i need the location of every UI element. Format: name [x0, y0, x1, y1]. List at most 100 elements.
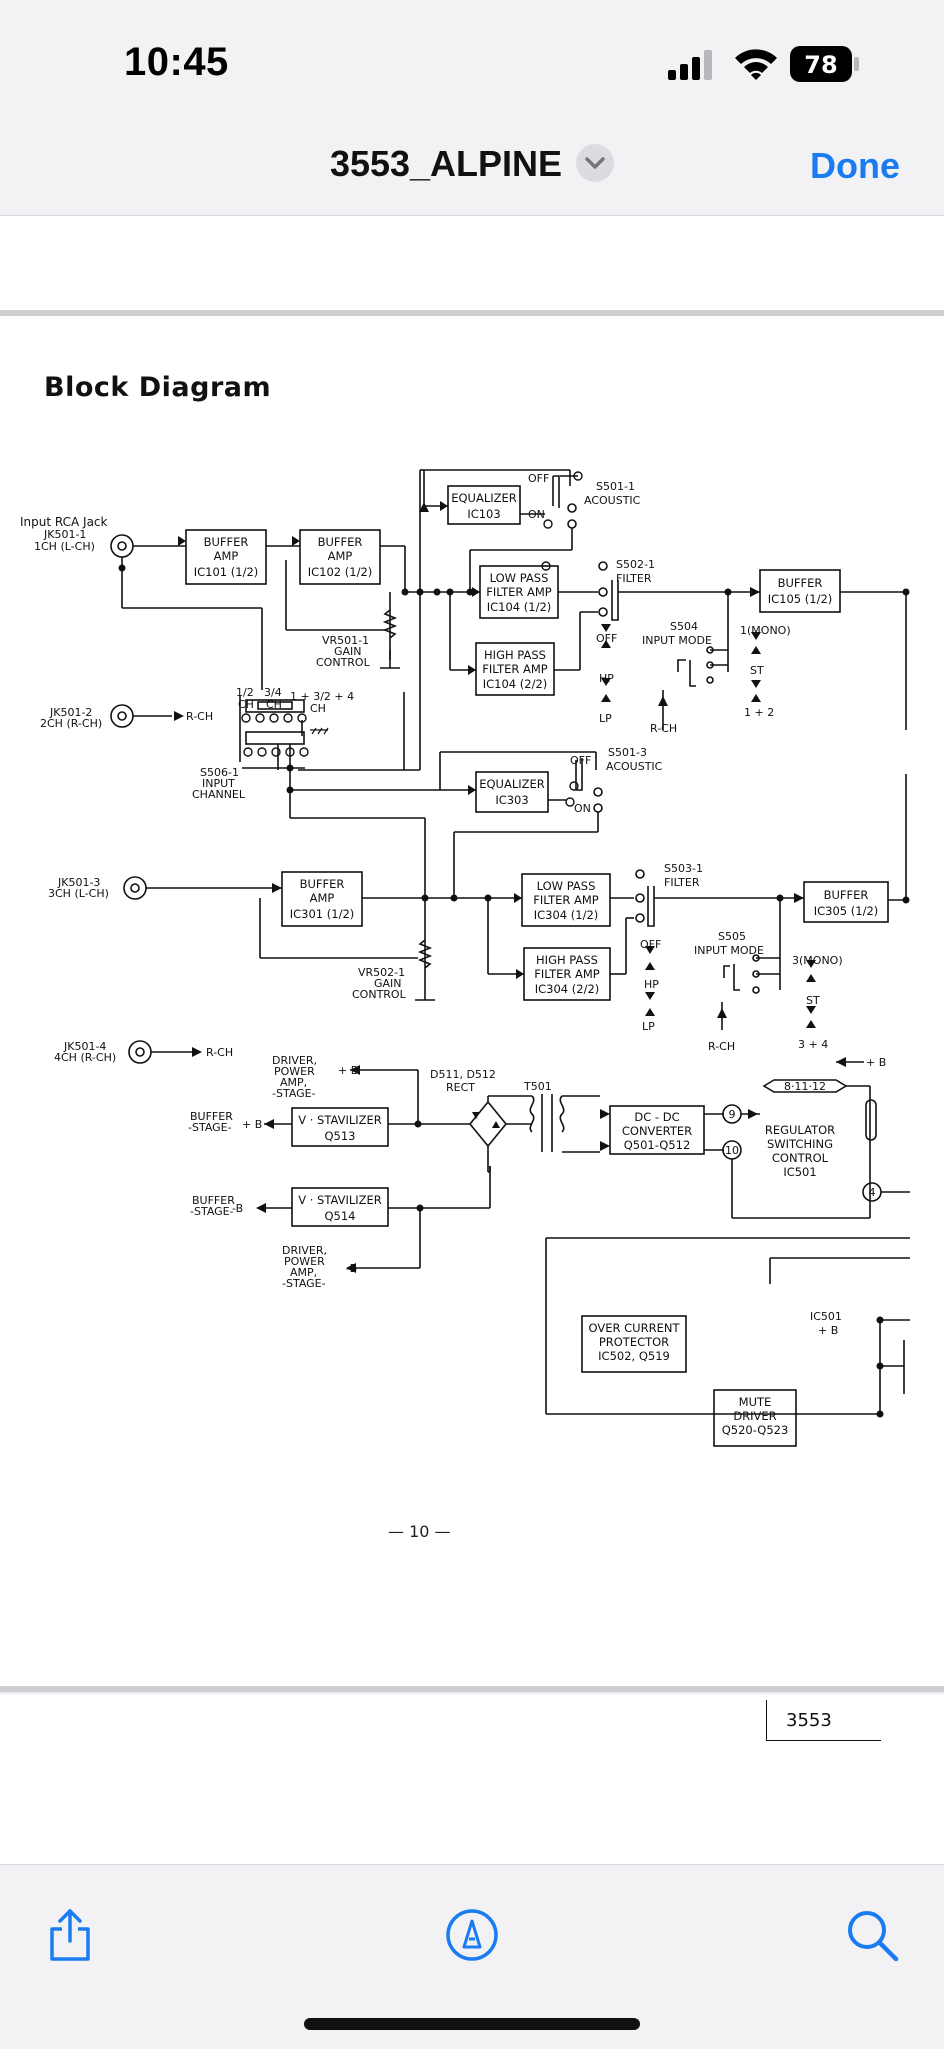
mute-l3: Q520-Q523 [722, 1423, 789, 1437]
label-control-3: CONTROL [352, 988, 407, 1001]
buffer-amp-ic102-l2: AMP [328, 549, 353, 563]
hpf-ic304-l1: HIGH PASS [536, 953, 598, 967]
label-input-rca-jack: Input RCA Jack [20, 515, 108, 529]
ocp-l3: IC502, Q519 [598, 1349, 670, 1363]
ocp-l2: PROTECTOR [599, 1335, 669, 1349]
buffer-amp-ic101-l2: AMP [214, 549, 239, 563]
battery-level: 78 [804, 51, 837, 79]
buffer-amp-ic102-l3: IC102 (1/2) [308, 565, 373, 579]
label-sw-ch-a: CH [238, 698, 254, 711]
label-channel: CHANNEL [192, 788, 246, 801]
label-control-1: CONTROL [316, 656, 371, 669]
label-filter-1: FILTER [616, 572, 652, 585]
wifi-icon [735, 49, 777, 80]
label-s504: S504 [670, 620, 698, 633]
lpf-ic304-l2: FILTER AMP [533, 893, 599, 907]
hpf-ic304-l3: IC304 (2/2) [535, 982, 600, 996]
buffer-amp-ic102-l1: BUFFER [318, 535, 363, 549]
label-2ch: 2CH (R-CH) [40, 717, 102, 730]
label-3ch: 3CH (L-CH) [48, 887, 109, 900]
label-stage-3: -STAGE- [190, 1205, 234, 1218]
label-lp-3: LP [642, 1020, 655, 1033]
label-vr502: VR502-1 [358, 966, 405, 979]
label-st-3: ST [806, 994, 820, 1007]
dcdc-l2: CONVERTER [622, 1124, 692, 1138]
label-buffer-stage-1: BUFFER [190, 1110, 233, 1123]
chevron-down-icon[interactable] [576, 144, 615, 183]
buffer-amp-ic301-l1: BUFFER [300, 877, 345, 891]
next-page [0, 1694, 944, 1864]
buffer-amp-ic101-l1: BUFFER [204, 535, 249, 549]
label-d511: D511, D512 [430, 1068, 496, 1081]
equalizer-ic303-l2: IC303 [495, 793, 528, 807]
label-input-mode-3: INPUT MODE [694, 944, 764, 957]
label-hp-3: HP [644, 978, 659, 991]
label-plus-b-buffer: + B [242, 1118, 262, 1131]
lpf-ic104-l2: FILTER AMP [486, 585, 552, 599]
regulator-l4: IC501 [783, 1165, 816, 1179]
label-amp-2: AMP, [290, 1266, 317, 1279]
ocp-l1: OVER CURRENT [589, 1321, 681, 1335]
previous-page [0, 216, 944, 310]
label-pin-10: 10 [725, 1144, 739, 1157]
equalizer-ic303-l1: EQUALIZER [479, 777, 545, 791]
label-s502-1: S502-1 [616, 558, 655, 571]
current-page [0, 316, 944, 1686]
label-input: INPUT [202, 777, 235, 790]
page-number: — 10 — [388, 1522, 451, 1541]
vstab-q513-l1: V · STAVILIZER [298, 1113, 382, 1127]
label-off-s502: OFF [596, 632, 617, 645]
label-pin-4: 4 [869, 1186, 876, 1199]
label-s501-1: S501-1 [596, 480, 635, 493]
buffer-amp-ic301-l3: IC301 (1/2) [290, 907, 355, 921]
lpf-ic304-l3: IC304 (1/2) [534, 908, 599, 922]
label-driver-2: DRIVER, [282, 1244, 327, 1257]
label-plus-b-driver: + B [338, 1064, 358, 1077]
label-r-ch-s504: R-CH [650, 722, 677, 735]
page-heading: Block Diagram [44, 372, 272, 403]
vstab-q514-l1: V · STAVILIZER [298, 1193, 382, 1207]
label-buffer-stage-2: BUFFER [192, 1194, 235, 1207]
label-on-s501-1: ON [528, 508, 545, 521]
buffer-ic105-l2: IC105 (1/2) [768, 592, 833, 606]
label-power-1: POWER [274, 1065, 315, 1078]
label-sw-ch-b: CH [266, 698, 282, 711]
status-time: 10:45 [124, 40, 229, 84]
label-sw-half: 1/2 [236, 686, 254, 699]
next-page-title-box [766, 1700, 881, 1741]
label-mono-3: 3(MONO) [792, 954, 843, 967]
equalizer-ic103-l1: EQUALIZER [451, 491, 517, 505]
search-icon[interactable] [842, 1905, 902, 1965]
label-jk501-1: JK501-1 [43, 528, 86, 541]
home-indicator[interactable] [304, 2018, 640, 2030]
mute-l2: DRIVER [733, 1409, 776, 1423]
dcdc-l3: Q501-Q512 [624, 1138, 691, 1152]
hpf-ic104-l3: IC104 (2/2) [483, 677, 548, 691]
lpf-ic104-l3: IC104 (1/2) [487, 600, 552, 614]
share-icon[interactable] [40, 1905, 100, 1965]
vstab-q513-l2: Q513 [324, 1129, 355, 1143]
buffer-amp-ic301-l2: AMP [310, 891, 335, 905]
done-button[interactable]: Done [810, 145, 900, 186]
label-minus-b-buffer: -B [232, 1202, 243, 1215]
label-power-2: POWER [284, 1255, 325, 1268]
document-title[interactable]: 3553_ALPINE [0, 143, 944, 185]
label-off-s501-3: OFF [570, 754, 591, 767]
label-s506: S506-1 [200, 766, 239, 779]
regulator-l1: REGULATOR [765, 1123, 835, 1137]
status-bar: 10:45 78 [0, 0, 944, 115]
label-vr501: VR501-1 [322, 634, 369, 647]
label-st-1: ST [750, 664, 764, 677]
label-stage-1: -STAGE- [272, 1087, 316, 1100]
label-driver-1: DRIVER, [272, 1054, 317, 1067]
label-filter-3: FILTER [664, 876, 700, 889]
regulator-l2: SWITCHING [767, 1137, 833, 1151]
label-on-s501-3: ON [574, 802, 591, 815]
mute-l1: MUTE [739, 1395, 772, 1409]
buffer-ic105-l1: BUFFER [778, 576, 823, 590]
label-3plus4: 3 + 4 [798, 1038, 828, 1051]
label-off-s503: OFF [640, 938, 661, 951]
label-stage-2: -STAGE- [188, 1121, 232, 1134]
markup-icon[interactable] [442, 1905, 502, 1965]
hpf-ic104-l2: FILTER AMP [482, 662, 548, 676]
